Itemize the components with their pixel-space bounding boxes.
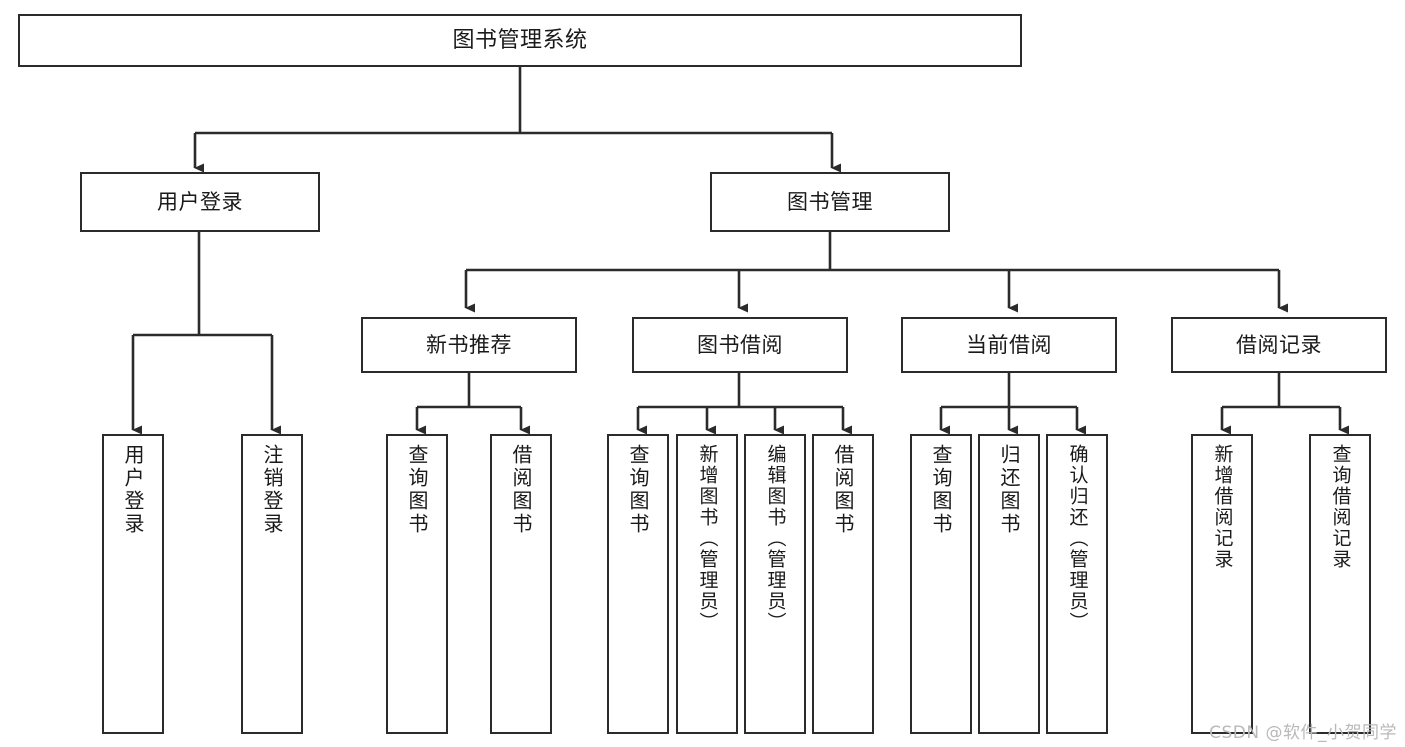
node-label: 编辑图书（管理员）	[764, 444, 787, 633]
node-label: 图书借阅	[697, 332, 783, 357]
node-label: 当前借阅	[966, 332, 1052, 357]
node-label: 新增图书（管理员）	[696, 444, 719, 633]
node-leaf-borrow-book-2[interactable]: 借阅图书	[812, 434, 874, 734]
node-label: 查询图书	[626, 444, 650, 536]
node-label: 借阅记录	[1236, 332, 1322, 357]
node-leaf-user-logout[interactable]: 注销登录	[241, 434, 303, 734]
node-label: 图书管理	[787, 189, 873, 214]
node-user-login[interactable]: 用户登录	[80, 172, 320, 232]
node-leaf-query-book-2[interactable]: 查询图书	[607, 434, 669, 734]
node-borrow-record[interactable]: 借阅记录	[1171, 317, 1387, 373]
node-new-book-recommend[interactable]: 新书推荐	[361, 317, 577, 373]
node-leaf-user-login[interactable]: 用户登录	[102, 434, 164, 734]
node-label: 用户登录	[121, 444, 145, 536]
node-label: 新增借阅记录	[1211, 444, 1234, 570]
node-label: 查询图书	[405, 444, 429, 536]
node-label: 借阅图书	[831, 444, 855, 536]
node-label: 确认归还（管理员）	[1066, 444, 1089, 633]
node-leaf-add-record[interactable]: 新增借阅记录	[1191, 434, 1253, 734]
node-label: 图书管理系统	[452, 27, 588, 53]
node-book-manage[interactable]: 图书管理	[710, 172, 950, 232]
node-root-system[interactable]: 图书管理系统	[18, 14, 1022, 67]
node-label: 注销登录	[260, 444, 284, 536]
node-leaf-query-book-1[interactable]: 查询图书	[386, 434, 448, 734]
node-leaf-query-book-3[interactable]: 查询图书	[910, 434, 972, 734]
node-leaf-borrow-book-1[interactable]: 借阅图书	[490, 434, 552, 734]
node-label: 新书推荐	[426, 332, 512, 357]
node-leaf-confirm-return[interactable]: 确认归还（管理员）	[1046, 434, 1108, 734]
node-label: 归还图书	[997, 444, 1021, 536]
node-label: 查询借阅记录	[1329, 444, 1352, 570]
node-leaf-query-record[interactable]: 查询借阅记录	[1309, 434, 1371, 734]
node-label: 借阅图书	[509, 444, 533, 536]
node-label: 查询图书	[929, 444, 953, 536]
node-leaf-edit-book[interactable]: 编辑图书（管理员）	[744, 434, 806, 734]
node-book-borrow[interactable]: 图书借阅	[632, 317, 848, 373]
node-leaf-add-book[interactable]: 新增图书（管理员）	[676, 434, 738, 734]
node-leaf-return-book[interactable]: 归还图书	[978, 434, 1040, 734]
node-current-borrow[interactable]: 当前借阅	[901, 317, 1117, 373]
node-label: 用户登录	[157, 189, 243, 214]
